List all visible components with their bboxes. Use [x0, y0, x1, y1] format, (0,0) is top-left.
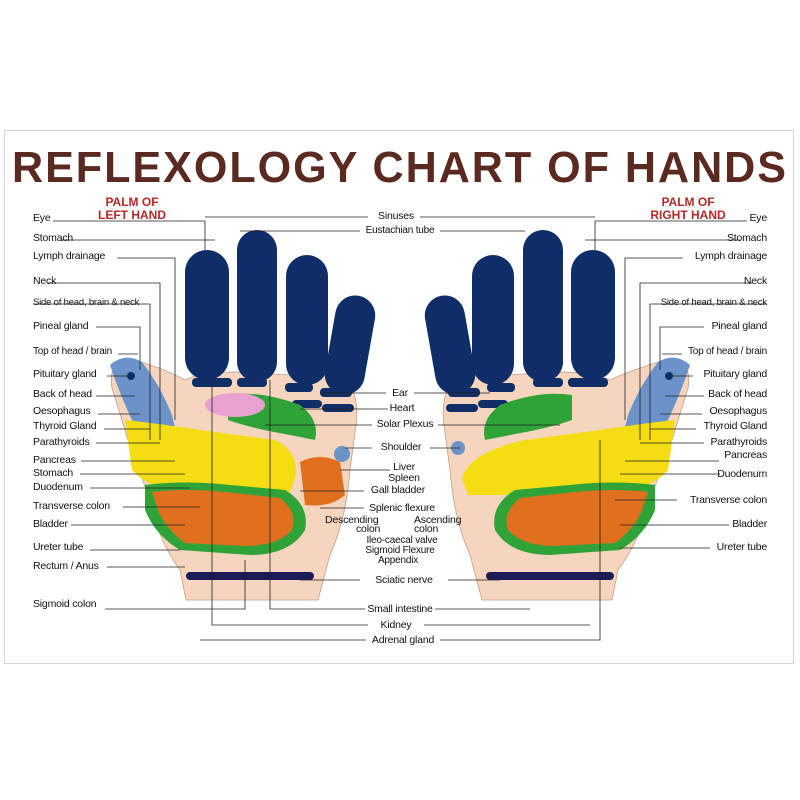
left-finger-little — [185, 250, 229, 380]
label-right-back-head: Back of head — [708, 388, 767, 400]
left-wrist-band — [186, 572, 314, 580]
left-colon-orange — [152, 490, 294, 546]
label-left-thyroid: Thyroid Gland — [33, 420, 97, 432]
label-right-pituitary: Pituitary gland — [703, 368, 767, 380]
left-knuckle-bars — [192, 378, 354, 412]
label-ascending-1: Ascending — [414, 514, 462, 526]
label-right-ureter: Ureter tube — [716, 541, 768, 553]
label-splenic: Splenic flexure — [369, 502, 435, 514]
right-knuckle-bars — [446, 378, 608, 412]
label-sinuses: Sinuses — [378, 210, 414, 222]
label-liver: Liver — [393, 461, 415, 473]
left-shoulder-spot — [334, 446, 350, 462]
label-descending-1: Descending — [325, 514, 379, 526]
label-left-top-head: Top of head / brain — [33, 346, 113, 357]
label-right-transverse: Transverse colon — [690, 494, 767, 506]
right-green-zone — [484, 393, 572, 440]
label-left-duodenum: Duodenum — [33, 481, 83, 493]
label-right-oesophagus: Oesophagus — [709, 405, 767, 417]
label-left-pineal: Pineal gland — [33, 320, 89, 332]
label-right-lymph: Lymph drainage — [694, 250, 767, 262]
label-left-sigmoid: Sigmoid colon — [33, 598, 97, 610]
label-left-rectum: Rectum / Anus — [33, 560, 99, 572]
label-left-stomach2: Stomach — [33, 467, 74, 479]
label-shoulder: Shoulder — [380, 441, 422, 453]
label-left-bladder: Bladder — [33, 518, 68, 530]
label-right-eye: Eye — [749, 212, 768, 224]
leader-lines — [33, 216, 767, 641]
label-right-parathyroids: Parathyroids — [710, 436, 767, 448]
label-sigmoid-flex: Sigmoid Flexure — [365, 545, 435, 556]
label-spleen: Spleen — [388, 472, 420, 484]
label-heart: Heart — [389, 402, 415, 414]
right-hand-caption: PALM OF RIGHT HAND — [628, 196, 748, 222]
right-colon-orange — [506, 490, 648, 546]
label-adrenal: Adrenal gland — [371, 634, 435, 646]
right-finger-index — [424, 295, 476, 395]
label-left-ureter: Ureter tube — [33, 541, 84, 553]
left-yellow-zone — [125, 420, 296, 495]
label-left-side-head: Side of head, brain & neck — [33, 297, 140, 308]
label-left-neck: Neck — [33, 275, 57, 287]
label-ascending-2: colon — [414, 523, 439, 535]
label-left-stomach: Stomach — [33, 232, 74, 244]
label-left-pancreas: Pancreas — [33, 454, 76, 466]
left-hand — [110, 230, 376, 601]
label-right-neck: Neck — [743, 275, 767, 287]
label-left-back-head: Back of head — [33, 388, 92, 400]
chart-title: REFLEXOLOGY CHART OF HANDS — [11, 143, 789, 192]
label-kidney: Kidney — [380, 619, 412, 631]
right-finger-ring — [523, 230, 563, 382]
label-gall: Gall bladder — [370, 484, 426, 496]
label-left-eye: Eye — [33, 212, 51, 224]
left-pink-zone — [205, 393, 265, 417]
label-right-side-head: Side of head, brain & neck — [660, 297, 767, 308]
label-right-top-head: Top of head / brain — [687, 346, 767, 357]
label-solar: Solar Plexus — [376, 418, 434, 430]
label-ear: Ear — [392, 387, 408, 399]
label-appendix: Appendix — [377, 555, 419, 566]
label-right-thyroid: Thyroid Gland — [703, 420, 768, 432]
label-sciatic: Sciatic nerve — [375, 574, 433, 586]
label-left-oesophagus: Oesophagus — [33, 405, 91, 417]
label-left-lymph: Lymph drainage — [33, 250, 106, 262]
left-caption-line2: LEFT HAND — [98, 208, 166, 222]
right-finger-middle — [472, 255, 514, 385]
label-left-parathyroids: Parathyroids — [33, 436, 90, 448]
right-caption-line1: PALM OF — [661, 195, 715, 209]
label-right-stomach: Stomach — [726, 232, 767, 244]
label-right-bladder: Bladder — [732, 518, 767, 530]
right-yellow-zone — [462, 420, 675, 495]
label-right-pineal: Pineal gland — [711, 320, 768, 332]
left-finger-ring — [237, 230, 277, 382]
left-finger-middle — [286, 255, 328, 385]
left-orange-liver — [300, 457, 345, 506]
label-eustachian: Eustachian tube — [365, 225, 435, 236]
left-caption-line1: PALM OF — [105, 195, 159, 209]
label-small-int: Small intestine — [367, 603, 433, 615]
left-finger-index — [324, 295, 376, 395]
left-hand-caption: PALM OF LEFT HAND — [72, 196, 192, 222]
right-hand — [424, 230, 690, 601]
label-right-duodenum: Duodenum — [717, 468, 767, 480]
label-left-transverse: Transverse colon — [33, 500, 110, 512]
label-descending-2: colon — [356, 523, 381, 535]
label-ileo: Ileo-caecal valve — [366, 535, 438, 546]
right-caption-line2: RIGHT HAND — [650, 208, 726, 222]
label-left-pituitary: Pituitary gland — [33, 368, 97, 380]
label-right-pancreas: Pancreas — [724, 449, 767, 461]
right-wrist-band — [486, 572, 614, 580]
right-finger-little — [571, 250, 615, 380]
